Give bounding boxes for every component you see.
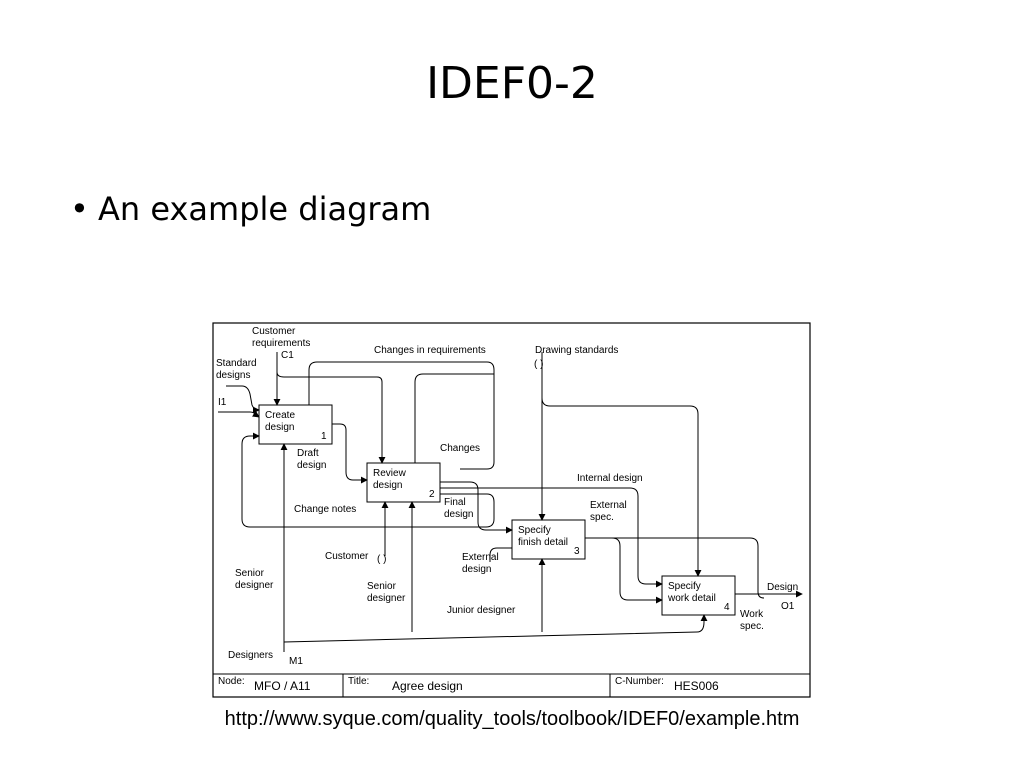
label-standard-designs-1: Standard [216,358,257,369]
box-specify-work-detail: Specify work detail 4 [661,575,736,616]
diagram-labels: Customer requirements C1 Standard design… [216,326,798,667]
bullet-text: An example diagram [98,190,432,228]
label-o1: O1 [781,601,795,612]
tunnel-customer-icon: ( ) [377,554,386,565]
source-url: http://www.syque.com/quality_tools/toolb… [224,708,800,730]
bullet-dot-icon: • [70,190,89,228]
label-designers: Designers [228,650,273,661]
label-draft-design-2: design [297,460,326,471]
box-work-number: 4 [724,602,730,613]
box-work-line2: work detail [667,593,716,604]
label-senior-designer-1: Senior [235,568,265,579]
diagram-arrows [218,352,803,652]
box-finish-line1: Specify [518,525,551,536]
label-design: Design [767,582,798,593]
label-senior-designer-b2: designer [367,593,406,604]
label-external-spec-1: External [590,500,627,511]
label-senior-designer-2: designer [235,580,274,591]
label-customer-requirements-2: requirements [252,338,310,349]
box-finish-number: 3 [574,546,580,557]
box-specify-finish-detail: Specify finish detail 3 [511,519,586,560]
box-review-line1: Review [373,468,407,479]
label-c1: C1 [281,350,294,361]
label-changes-in-requirements: Changes in requirements [374,345,486,356]
box-review-number: 2 [429,489,435,500]
box-work-line1: Specify [668,581,701,592]
cnumber-value: HES006 [674,679,719,693]
box-create-number: 1 [321,431,327,442]
label-i1: I1 [218,397,227,408]
node-label: Node: [218,676,245,687]
label-changes: Changes [440,443,480,454]
label-work-spec-1: Work [740,609,764,620]
box-create-line2: design [265,422,294,433]
title-label: Title: [348,676,369,687]
label-final-design-2: design [444,509,473,520]
label-customer: Customer [325,551,369,562]
diagram-frame [212,322,811,698]
cnumber-label: C-Number: [615,676,664,687]
tunnel-drawing-standards-icon: ( ) [534,359,543,370]
label-work-spec-2: spec. [740,621,764,632]
label-customer-requirements-1: Customer [252,326,296,337]
label-external-design-2: design [462,564,491,575]
idef0-diagram: Node: MFO / A11 Title: Agree design C-Nu… [212,322,812,700]
bullet-item: •An example diagram [70,190,431,228]
label-draft-design-1: Draft [297,448,319,459]
label-drawing-standards: Drawing standards [535,345,618,356]
title-value: Agree design [392,679,463,693]
box-create-line1: Create [265,410,295,421]
label-external-design-1: External [462,552,499,563]
diagram-footer: Node: MFO / A11 Title: Agree design C-Nu… [213,673,810,697]
box-review-design: Review design 2 [366,462,441,503]
label-internal-design: Internal design [577,473,643,484]
box-create-design: Create design 1 [258,404,333,445]
box-finish-line2: finish detail [518,537,568,548]
label-external-spec-2: spec. [590,512,614,523]
box-review-line2: design [373,480,402,491]
node-value: MFO / A11 [254,679,311,693]
label-standard-designs-2: designs [216,370,250,381]
label-junior-designer: Junior designer [447,605,516,616]
slide-title: IDEF0-2 [426,58,598,109]
label-change-notes: Change notes [294,504,356,515]
label-final-design-1: Final [444,497,466,508]
label-senior-designer-b1: Senior [367,581,397,592]
label-m1: M1 [289,656,303,667]
